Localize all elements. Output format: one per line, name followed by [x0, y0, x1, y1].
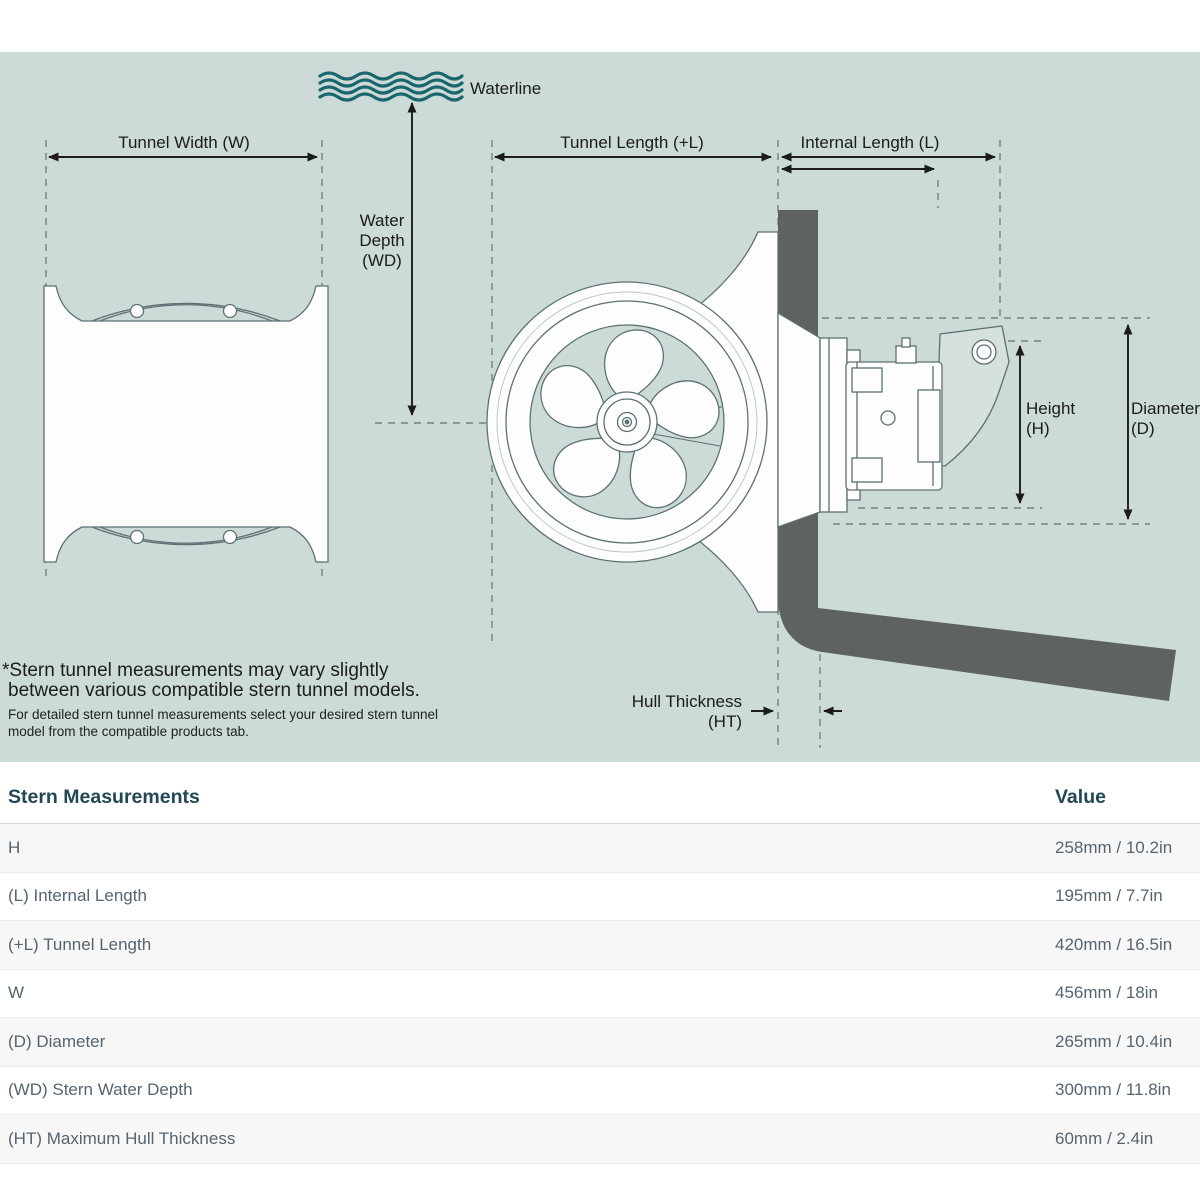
measurements-table: Stern Measurements Value H 258mm / 10.2i… — [0, 762, 1200, 1164]
thruster-side-view — [486, 231, 1010, 613]
tunnel-width-label: Tunnel Width (W) — [118, 133, 250, 152]
hull-plate — [778, 210, 1176, 701]
diagram-note-primary: *Stern tunnel measurements may vary slig… — [2, 660, 420, 701]
internal-length-label: Internal Length (L) — [800, 133, 940, 152]
height-label: Height (H) — [1026, 399, 1076, 438]
hull-thickness-label: Hull Thickness (HT) — [631, 692, 742, 731]
diagram-note-secondary: For detailed stern tunnel measurements s… — [8, 707, 438, 739]
table-row: W 456mm / 18in — [0, 970, 1200, 1018]
waterline-label: Waterline — [470, 79, 542, 98]
table-row: (+L) Tunnel Length 420mm / 16.5in — [0, 921, 1200, 970]
table-row: (L) Internal Length 195mm / 7.7in — [0, 873, 1200, 921]
table-header-measurements: Stern Measurements — [8, 786, 200, 808]
table-row: (WD) Stern Water Depth 300mm / 11.8in — [0, 1067, 1200, 1115]
tunnel-tube-view — [43, 285, 329, 563]
propeller — [540, 329, 720, 509]
technical-diagram — [0, 52, 1200, 762]
waterline-icon — [318, 71, 464, 102]
dimension-arrows — [48, 102, 1133, 716]
tunnel-length-label: Tunnel Length (+L) — [560, 133, 704, 152]
table-row: (HT) Maximum Hull Thickness 60mm / 2.4in — [0, 1115, 1200, 1164]
diameter-label: Diameter (D) — [1131, 399, 1200, 438]
table-row: H 258mm / 10.2in — [0, 824, 1200, 873]
table-header-row: Stern Measurements Value — [0, 762, 1200, 824]
table-header-value: Value — [1055, 786, 1106, 808]
diagram-drawing — [43, 71, 1176, 748]
table-row: (D) Diameter 265mm / 10.4in — [0, 1018, 1200, 1067]
propeller-hub — [596, 391, 658, 453]
motor-assembly — [819, 325, 1010, 513]
water-depth-label: Water Depth (WD) — [359, 211, 405, 270]
